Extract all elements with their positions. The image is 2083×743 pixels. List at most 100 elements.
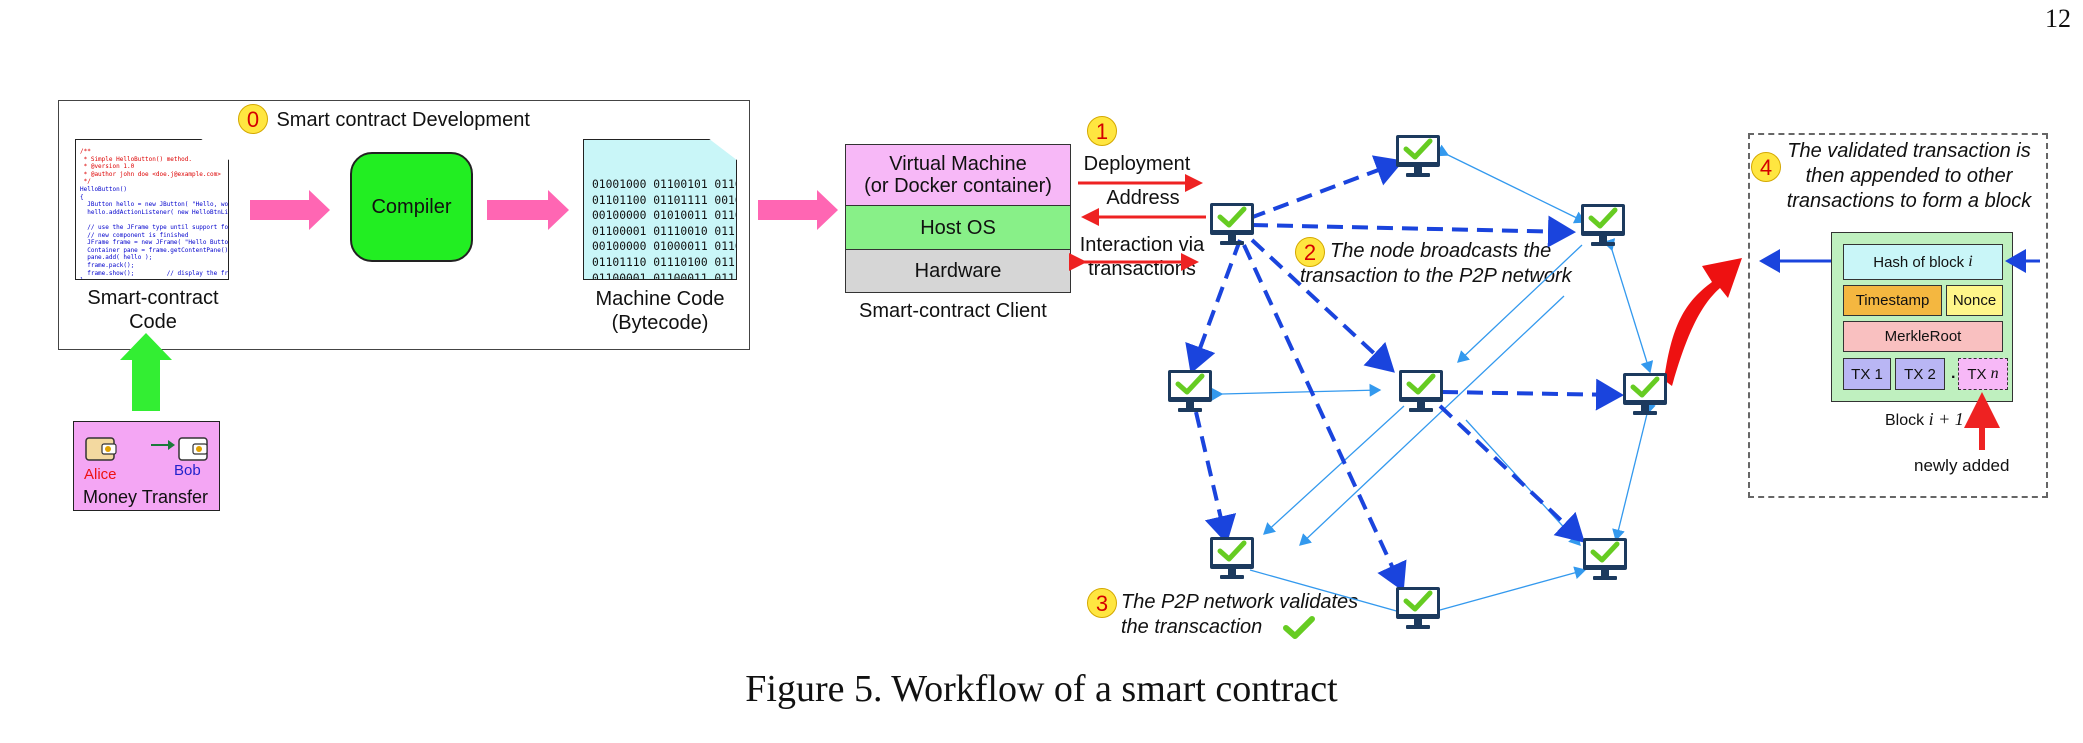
step-0-badge: 0 [238,104,268,134]
virtual-machine-box: Virtual Machine (or Docker container) [845,144,1071,206]
docker-container-label: (or Docker container) [864,175,1052,197]
check-icon [1588,207,1618,229]
check-icon [1175,373,1205,395]
hash-of-block-label: Hash of block [1873,253,1965,271]
step-4-line3: transactions to form a block [1786,190,2032,212]
wallet-icon [85,437,117,461]
money-transfer-box: Alice Bob Money Transfer [73,421,220,511]
nonce-label: Nonce [1952,292,1997,309]
interaction-label-line1: Interaction via [1079,234,1205,256]
hardware-label: Hardware [914,260,1002,282]
network-link [1439,566,1587,611]
source-code-label-line2: Code [129,311,177,333]
broadcast-arrow [1250,238,1395,373]
tx-n-var: n [1990,365,1999,382]
monitor-icon [1396,587,1440,629]
tx-1-cell: TX 1 [1843,358,1891,390]
host-os-box: Host OS [845,205,1071,250]
monitor-icon [1396,135,1440,177]
check-icon [1406,373,1436,395]
host-os-label: Host OS [920,216,996,239]
step-4-line2: then appended to other [1805,165,2013,187]
monitor-icon [1210,203,1254,245]
step-2-line2: transaction to the P2P network [1300,265,1572,287]
step-3-line2: the transcaction [1121,616,1263,638]
check-icon [1283,616,1315,639]
check-icon [1403,590,1433,612]
compiler-label: Compiler [371,195,452,218]
bytecode-document-icon: 01001000 01100101 01101100 01101100 0110… [583,139,737,280]
development-panel [58,100,750,350]
merkle-root-label: MerkleRoot [1884,328,1962,345]
address-label: Address [1106,187,1180,209]
timestamp-label: Timestamp [1855,292,1930,309]
network-link [1612,402,1656,542]
development-title: Smart contract Development [276,109,530,131]
broadcast-arrow [1185,239,1242,374]
check-icon [1217,206,1247,228]
source-code-label-line1: Smart-contract [87,287,219,309]
monitor-icon [1581,204,1625,246]
broadcast-arrow [1441,378,1624,411]
source-code-snippet: /** * Simple HelloButton() method. * @ve… [80,148,229,279]
step-4-line1: The validated transaction is [1787,140,2031,162]
broadcast-arrow [1242,244,1407,592]
step-2-line1: The node broadcasts the [1330,240,1552,262]
block-label-var: i + 1 [1928,409,1964,429]
broadcast-arrow [1249,155,1404,220]
block-panel [1748,133,2048,498]
check-icon [1590,541,1620,563]
step-2-badge: 2 [1295,237,1325,267]
step-0-header: 0 Smart contract Development [238,104,530,134]
wallet-icon [178,437,208,461]
check-icon [1630,376,1660,398]
money-transfer-label: Money Transfer [83,487,209,507]
red-curved-arrow [1664,258,1742,386]
check-icon [1403,138,1433,160]
step-3-line1: The P2P network validates [1121,591,1359,613]
tx-2-label: TX 2 [1904,365,1936,383]
newly-added-label: newly added [1914,456,2010,475]
source-code-document-icon: /** * Simple HelloButton() method. * @ve… [75,139,229,280]
bob-label: Bob [174,462,201,479]
bytecode-label-line2: (Bytecode) [611,312,709,334]
page-number: 12 [2045,4,2071,33]
green-arrow-up [120,333,172,411]
hash-of-block-var: i [1968,253,1973,270]
bytecode-label: Machine Code (Bytecode) [565,287,755,335]
figure-caption: Figure 5. Workflow of a smart contract [745,668,1338,710]
bytecode-label-line1: Machine Code [595,288,725,310]
monitor-icon [1399,370,1443,412]
bytecode-lines: 01001000 01100101 01101100 01101100 0110… [592,178,736,280]
source-code-label: Smart-contract Code [58,286,248,334]
hash-of-block-cell: Hash of block i [1843,244,2003,280]
nonce-cell: Nonce [1946,285,2003,316]
network-link [1211,383,1382,401]
hardware-box: Hardware [845,249,1071,293]
broadcast-arrow [1438,404,1585,543]
pink-arrow-to-compiler [250,190,330,230]
step-3-badge: 3 [1087,588,1117,618]
step-4-text: The validated transaction is then append… [1776,139,2042,214]
network-link [1457,244,1583,363]
virtual-machine-label: Virtual Machine [889,153,1027,175]
network-link [1299,295,1565,546]
tx-n-label: TX [1967,365,1987,383]
timestamp-cell: Timestamp [1843,285,1942,316]
network-link [1602,238,1654,374]
monitor-icon [1623,373,1667,415]
tx-2-cell: TX 2 [1895,358,1945,390]
network-link [1263,405,1405,535]
tx-1-label: TX 1 [1851,365,1883,383]
broadcast-arrow [1194,411,1237,544]
block-label-text: Block [1885,412,1925,429]
network-link [1249,569,1401,613]
network-link [1435,144,1587,224]
step-4-badge: 4 [1751,152,1781,182]
transfer-arrow-icon [151,440,175,450]
monitor-icon [1168,370,1212,412]
block-label: Block i + 1 [1885,409,1964,430]
pink-arrow-to-client [758,190,838,230]
